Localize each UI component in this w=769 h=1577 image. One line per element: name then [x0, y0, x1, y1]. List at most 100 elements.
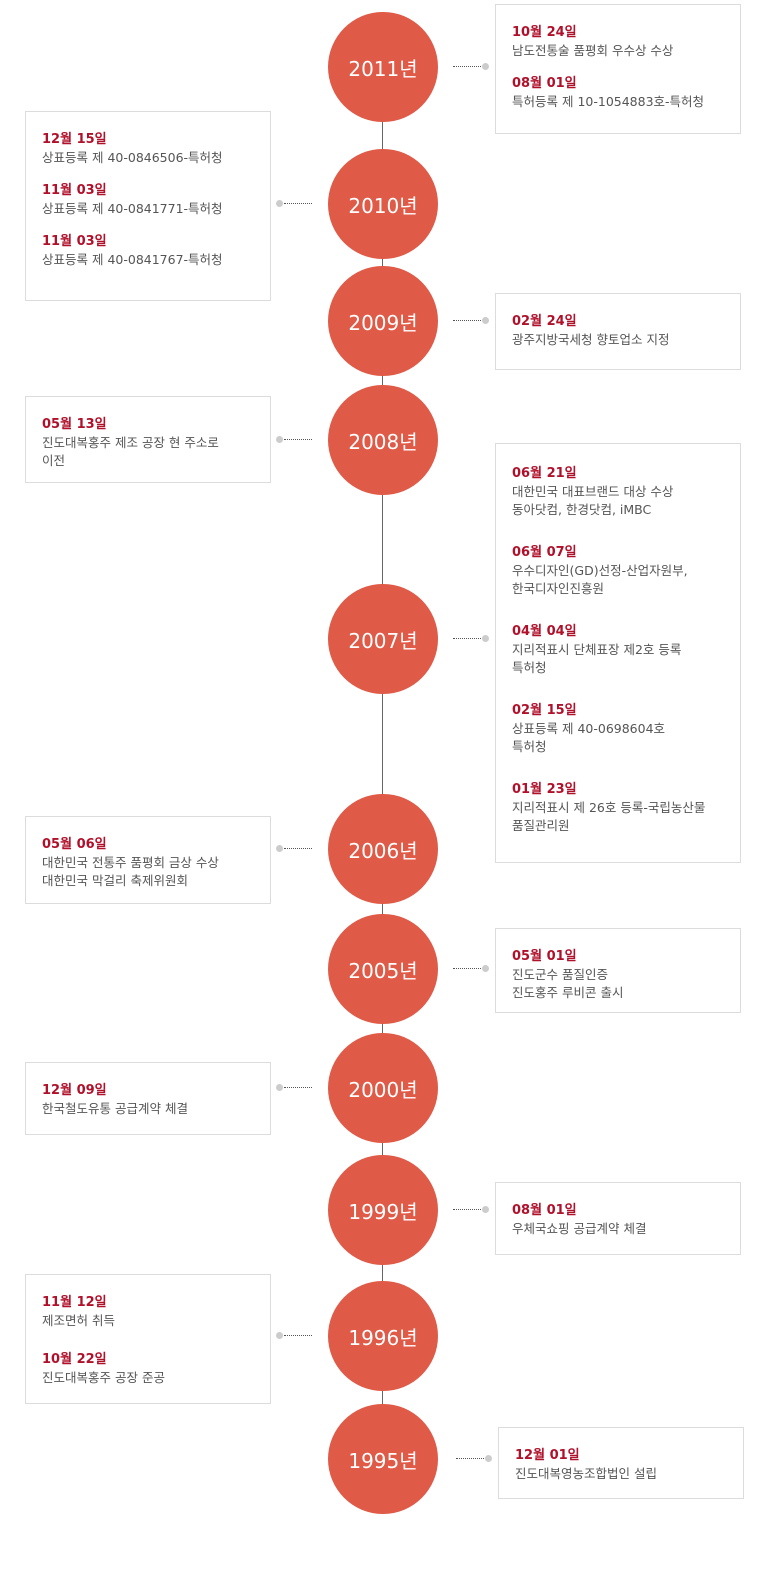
connector	[453, 63, 489, 71]
connector	[276, 845, 312, 853]
year-circle: 2005년	[328, 914, 438, 1024]
dotted-line	[284, 203, 312, 204]
event-text: 진도대복홍주 제조 공장 현 주소로 이전	[42, 435, 219, 468]
connector-dot	[276, 436, 283, 443]
event-text: 대한민국 대표브랜드 대상 수상 동아닷컴, 한경닷컴, iMBC	[512, 484, 674, 517]
event-text: 상표등록 제 40-0698604호 특허청	[512, 721, 666, 754]
year-circle: 1999년	[328, 1155, 438, 1265]
event-date: 05월 06일	[42, 837, 107, 852]
event-text: 특허등록 제 10-1054883호-특허청	[512, 94, 705, 109]
connector-dot	[482, 965, 489, 972]
year-circle: 1995년	[328, 1404, 438, 1514]
connector	[453, 1206, 489, 1214]
event-date: 12월 15일	[42, 132, 107, 147]
event-date: 01월 23일	[512, 782, 577, 797]
year-circle: 2009년	[328, 266, 438, 376]
connector-dot	[482, 63, 489, 70]
dotted-line	[453, 638, 481, 639]
connector	[276, 1084, 312, 1092]
connector-dot	[276, 845, 283, 852]
year-circle: 2007년	[328, 584, 438, 694]
event-text: 남도전통술 품평회 우수상 수상	[512, 43, 674, 58]
event-text: 상표등록 제 40-0846506-특허청	[42, 150, 223, 165]
dotted-line	[453, 968, 481, 969]
connector	[456, 1455, 492, 1463]
dotted-line	[284, 1087, 312, 1088]
event-text: 대한민국 전통주 품평회 금상 수상 대한민국 막걸리 축제위원회	[42, 855, 219, 888]
year-circle: 2000년	[328, 1033, 438, 1143]
dotted-line	[456, 1458, 484, 1459]
event-text: 지리적표시 단체표장 제2호 등록 특허청	[512, 642, 682, 675]
connector	[453, 317, 489, 325]
event-date: 08월 01일	[512, 1203, 577, 1218]
connector-dot	[276, 1332, 283, 1339]
timeline-line	[382, 67, 383, 1459]
connector-dot	[276, 1084, 283, 1091]
connector-dot	[276, 200, 283, 207]
dotted-line	[453, 66, 481, 67]
year-circle: 1996년	[328, 1281, 438, 1391]
event-text: 한국철도유통 공급계약 체결	[42, 1101, 188, 1116]
dotted-line	[284, 1335, 312, 1336]
dotted-line	[453, 320, 481, 321]
event-date: 10월 24일	[512, 25, 577, 40]
event-date: 11월 12일	[42, 1295, 107, 1310]
event-date: 12월 01일	[515, 1448, 580, 1463]
dotted-line	[453, 1209, 481, 1210]
event-text: 상표등록 제 40-0841767-특허청	[42, 252, 223, 267]
event-text: 진도대복홍주 공장 준공	[42, 1370, 165, 1385]
event-text: 진도군수 품질인증 진도홍주 루비콘 출시	[512, 967, 624, 1000]
event-text: 상표등록 제 40-0841771-특허청	[42, 201, 223, 216]
event-date: 04월 04일	[512, 624, 577, 639]
event-text: 제조면허 취득	[42, 1313, 115, 1328]
connector	[276, 200, 312, 208]
connector-dot	[482, 1206, 489, 1213]
event-date: 05월 13일	[42, 417, 107, 432]
connector-dot	[485, 1455, 492, 1462]
event-date: 05월 01일	[512, 949, 577, 964]
event-date: 12월 09일	[42, 1083, 107, 1098]
connector	[276, 1332, 312, 1340]
dotted-line	[284, 848, 312, 849]
event-text: 우수디자인(GD)선정-산업자원부, 한국디자인진흥원	[512, 563, 688, 596]
event-date: 06월 21일	[512, 466, 577, 481]
event-text: 우체국쇼핑 공급계약 체결	[512, 1221, 647, 1236]
year-circle: 2011년	[328, 12, 438, 122]
event-date: 06월 07일	[512, 545, 577, 560]
connector	[453, 635, 489, 643]
connector-dot	[482, 635, 489, 642]
connector	[276, 436, 312, 444]
event-date: 11월 03일	[42, 234, 107, 249]
event-date: 02월 24일	[512, 314, 577, 329]
connector	[453, 965, 489, 973]
year-circle: 2010년	[328, 149, 438, 259]
event-text: 지리적표시 제 26호 등록-국립농산물 품질관리원	[512, 800, 706, 833]
